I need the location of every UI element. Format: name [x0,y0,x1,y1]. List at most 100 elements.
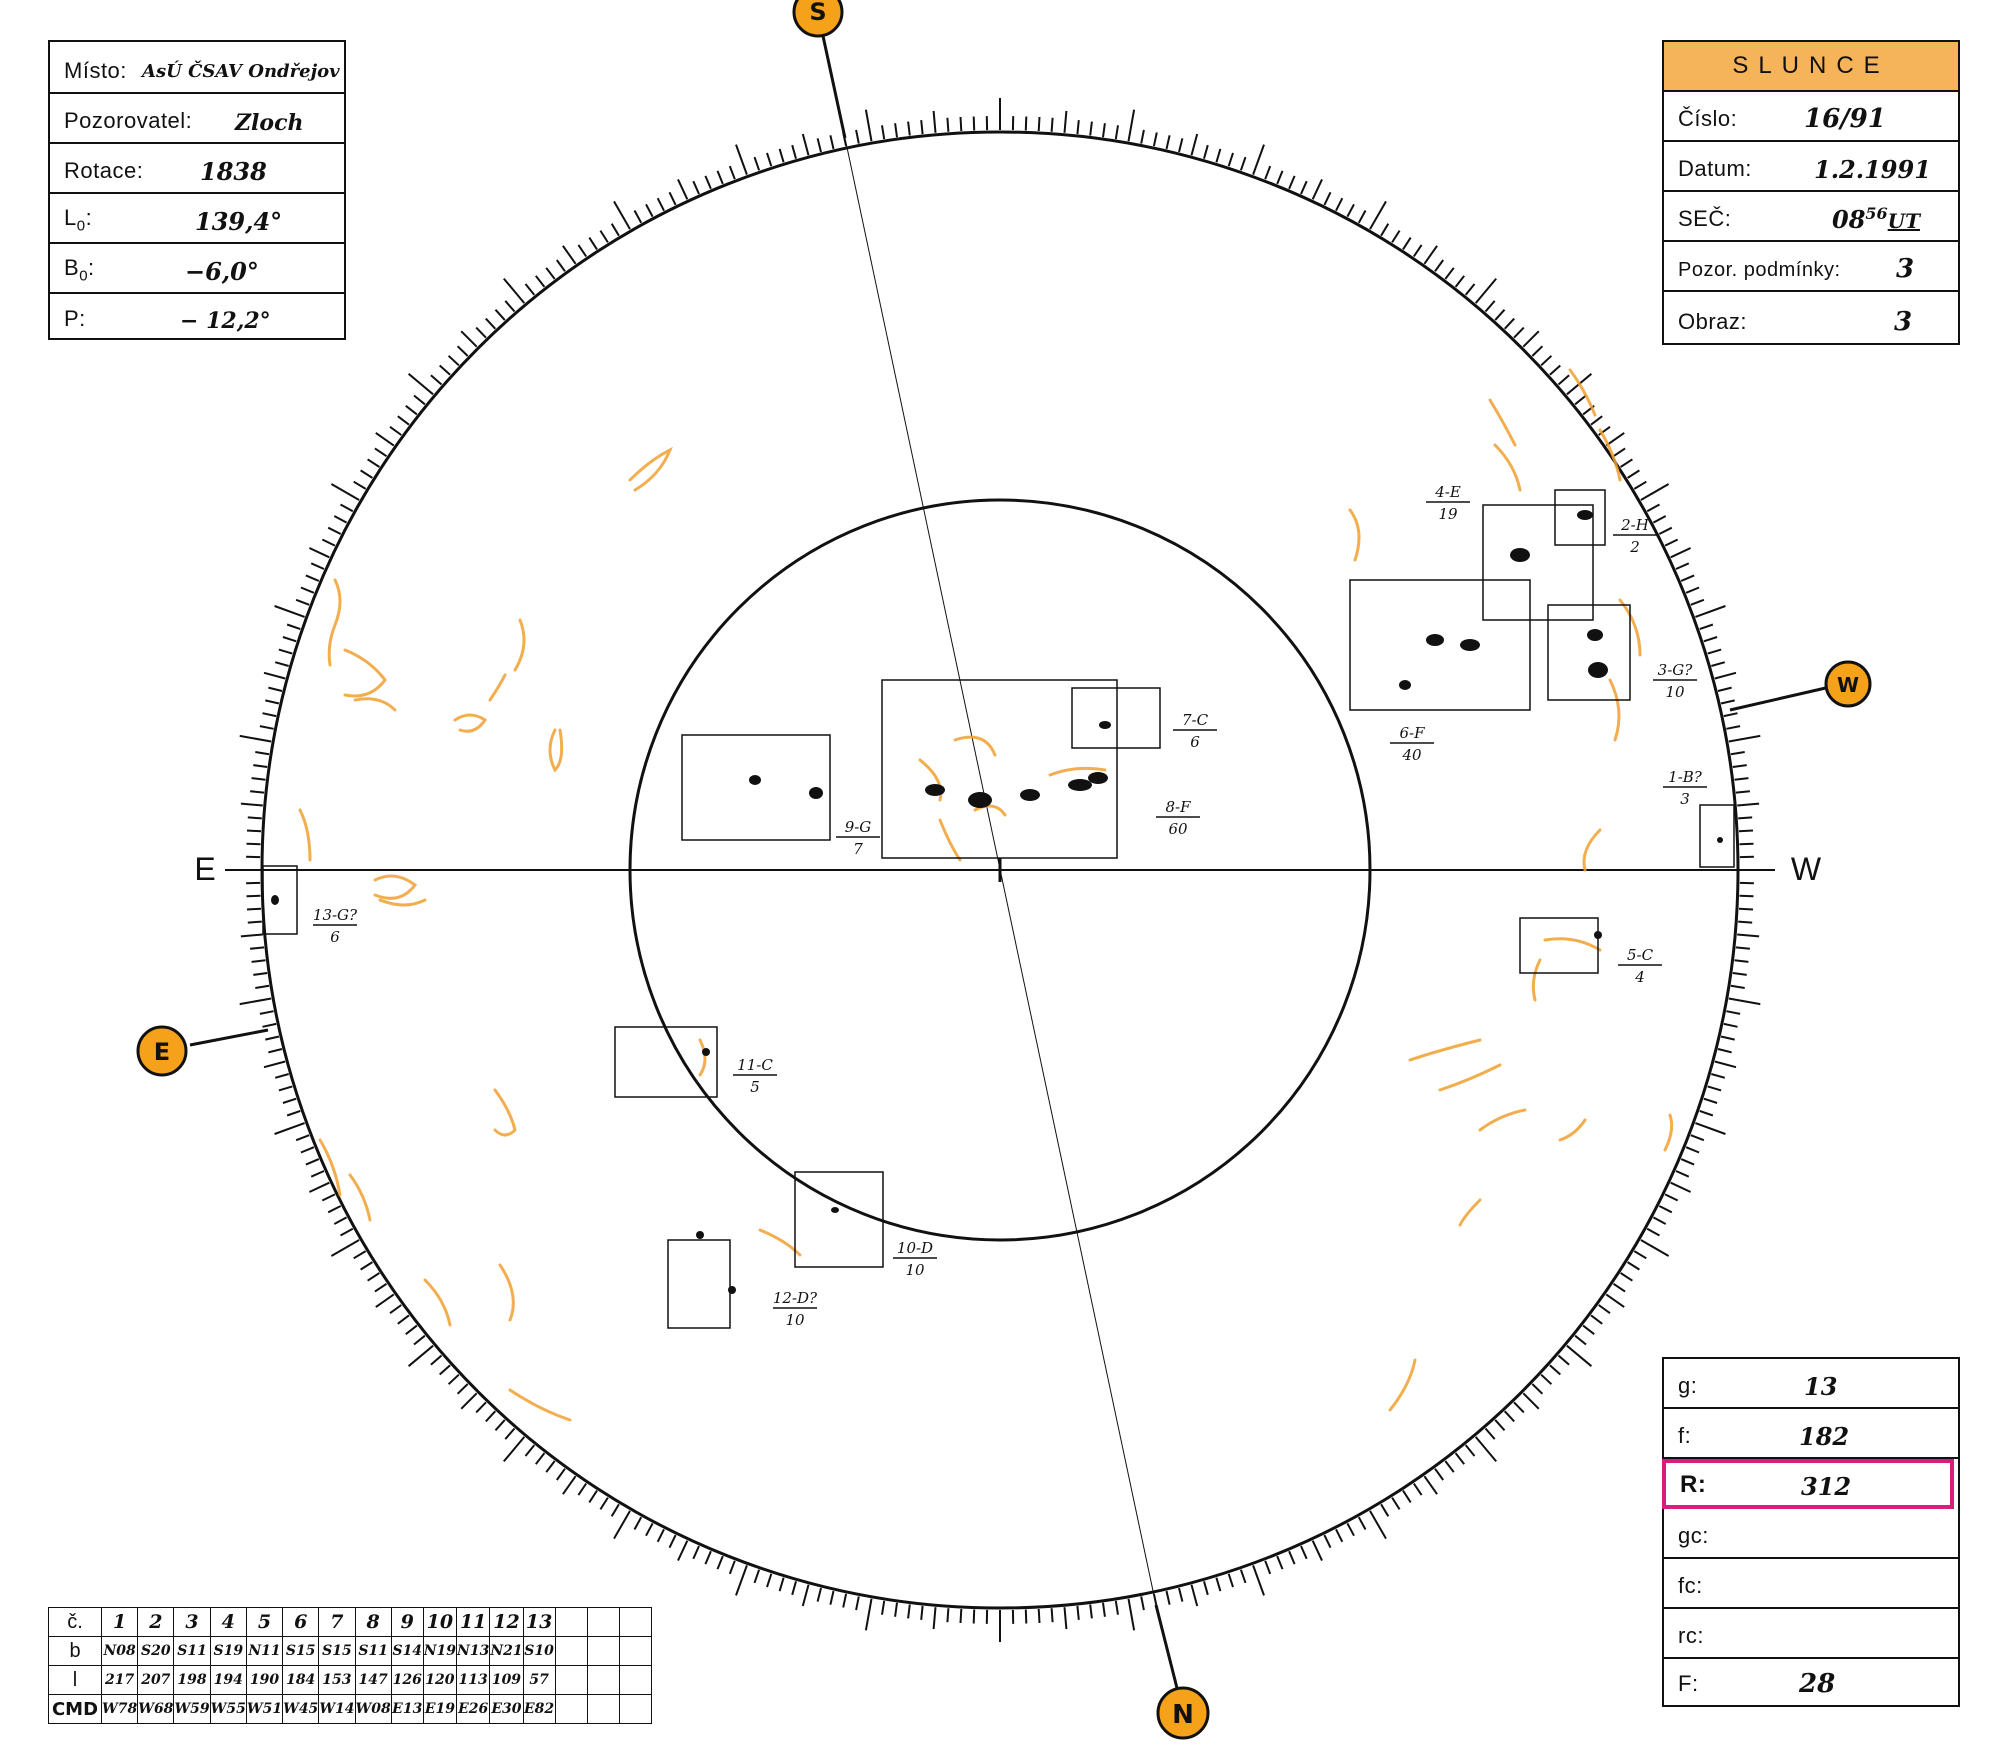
scale-tick [1735,946,1750,950]
scale-tick [1252,1565,1265,1596]
group-count-label: 10 [785,1311,805,1329]
scale-tick [1703,636,1718,643]
scale-tick [864,109,873,142]
slunce-title-row: SLUNCE [1664,42,1958,92]
scale-tick [1620,1272,1633,1282]
scale-tick [456,345,469,357]
F-row: F: 28 [1664,1659,1958,1705]
scale-tick [1549,1364,1561,1376]
scale-tick [1227,152,1234,167]
scale-tick [494,1419,506,1431]
scale-tick [1711,1073,1726,1079]
scale-tick [374,1282,388,1293]
table-cell: 153 [318,1665,356,1695]
scale-tick [503,277,526,304]
b0-label: B0: [64,254,95,284]
scale-tick [613,200,631,230]
scale-tick [1323,1534,1332,1549]
scale-tick [1522,1392,1540,1410]
b0-value: −6,0° [185,257,259,286]
svg-text:N: N [1172,1700,1194,1730]
scale-tick [246,842,261,846]
group-count-label: 2 [1629,538,1640,556]
scale-tick [1699,1109,1714,1117]
scale-tick [1369,1510,1387,1540]
scale-tick [367,458,380,468]
scale-tick [1640,1239,1670,1257]
scale-tick [447,1373,460,1385]
table-cell: 184 [282,1665,320,1695]
table-cell: 57 [522,1665,556,1695]
scale-tick [1522,330,1540,348]
g-label: g: [1678,1373,1698,1398]
scale-tick [246,894,261,898]
scale-tick [259,1010,274,1015]
scale-tick [1474,1436,1497,1463]
scale-tick [1685,586,1700,594]
f-row: f: 182 [1664,1409,1958,1459]
p-row: P: − 12,2° [50,294,344,340]
scale-tick [1484,300,1496,313]
scale-tick [677,1540,689,1562]
group-id-label: 7-C [1182,711,1209,729]
w-badge: W [1824,660,1872,708]
scale-tick [1276,170,1284,185]
row-label: l [48,1665,102,1695]
table-cell: W55 [209,1694,247,1724]
r-value: 312 [1801,1472,1852,1501]
scale-tick [268,1048,283,1054]
l0-label: L0: [64,204,93,234]
scale-tick [1590,1314,1603,1325]
gc-row: gc: [1664,1509,1958,1559]
scale-tick [1720,1035,1735,1041]
table-cell: E30 [489,1694,524,1724]
scale-tick [1723,712,1738,718]
scale-tick [1102,1602,1106,1617]
scale-tick [274,1073,289,1079]
scale-tick [330,1239,360,1257]
scale-tick [407,1344,434,1367]
scale-tick [1391,1497,1401,1510]
scale-tick [1127,1598,1136,1631]
scale-tick [330,483,360,501]
scale-tick [1444,267,1455,280]
scale-tick [1726,725,1741,730]
scale-tick [1739,842,1754,846]
scale-tick [1717,686,1732,692]
table-cell: W59 [173,1694,211,1724]
scale-tick [305,1158,320,1166]
scale-tick [1288,1550,1296,1565]
table-cell: 198 [173,1665,211,1695]
scale-tick [1454,1452,1465,1465]
scale-tick [959,116,963,132]
scale-tick [1089,1604,1093,1619]
scale-tick [1037,1608,1041,1624]
svg-text:S: S [809,0,826,26]
scale-tick [535,1452,546,1465]
table-cell: N13 [456,1636,491,1666]
scale-tick [1717,1048,1732,1054]
scale-tick [677,178,689,200]
scale-tick [1633,480,1647,490]
scale-tick [1503,1410,1515,1423]
table-cell [586,1665,620,1695]
scale-tick [353,480,367,490]
scale-tick [1707,648,1722,655]
scale-tick [959,1608,963,1624]
scale-tick [704,1550,712,1565]
scale-tick [1690,598,1705,606]
table-cell: S14 [390,1636,424,1666]
scale-tick [405,405,418,416]
scale-tick [282,1097,297,1104]
scale-tick [932,110,937,133]
scale-tick [253,764,268,768]
scale-tick [1646,503,1660,513]
F-label: F: [1678,1671,1699,1696]
scale-tick [1640,483,1670,501]
table-cell [586,1607,620,1637]
scale-tick [1703,1097,1718,1104]
scale-tick [1474,277,1497,304]
pozorovatel-value: Zloch [235,110,304,136]
scale-tick [1714,671,1737,680]
